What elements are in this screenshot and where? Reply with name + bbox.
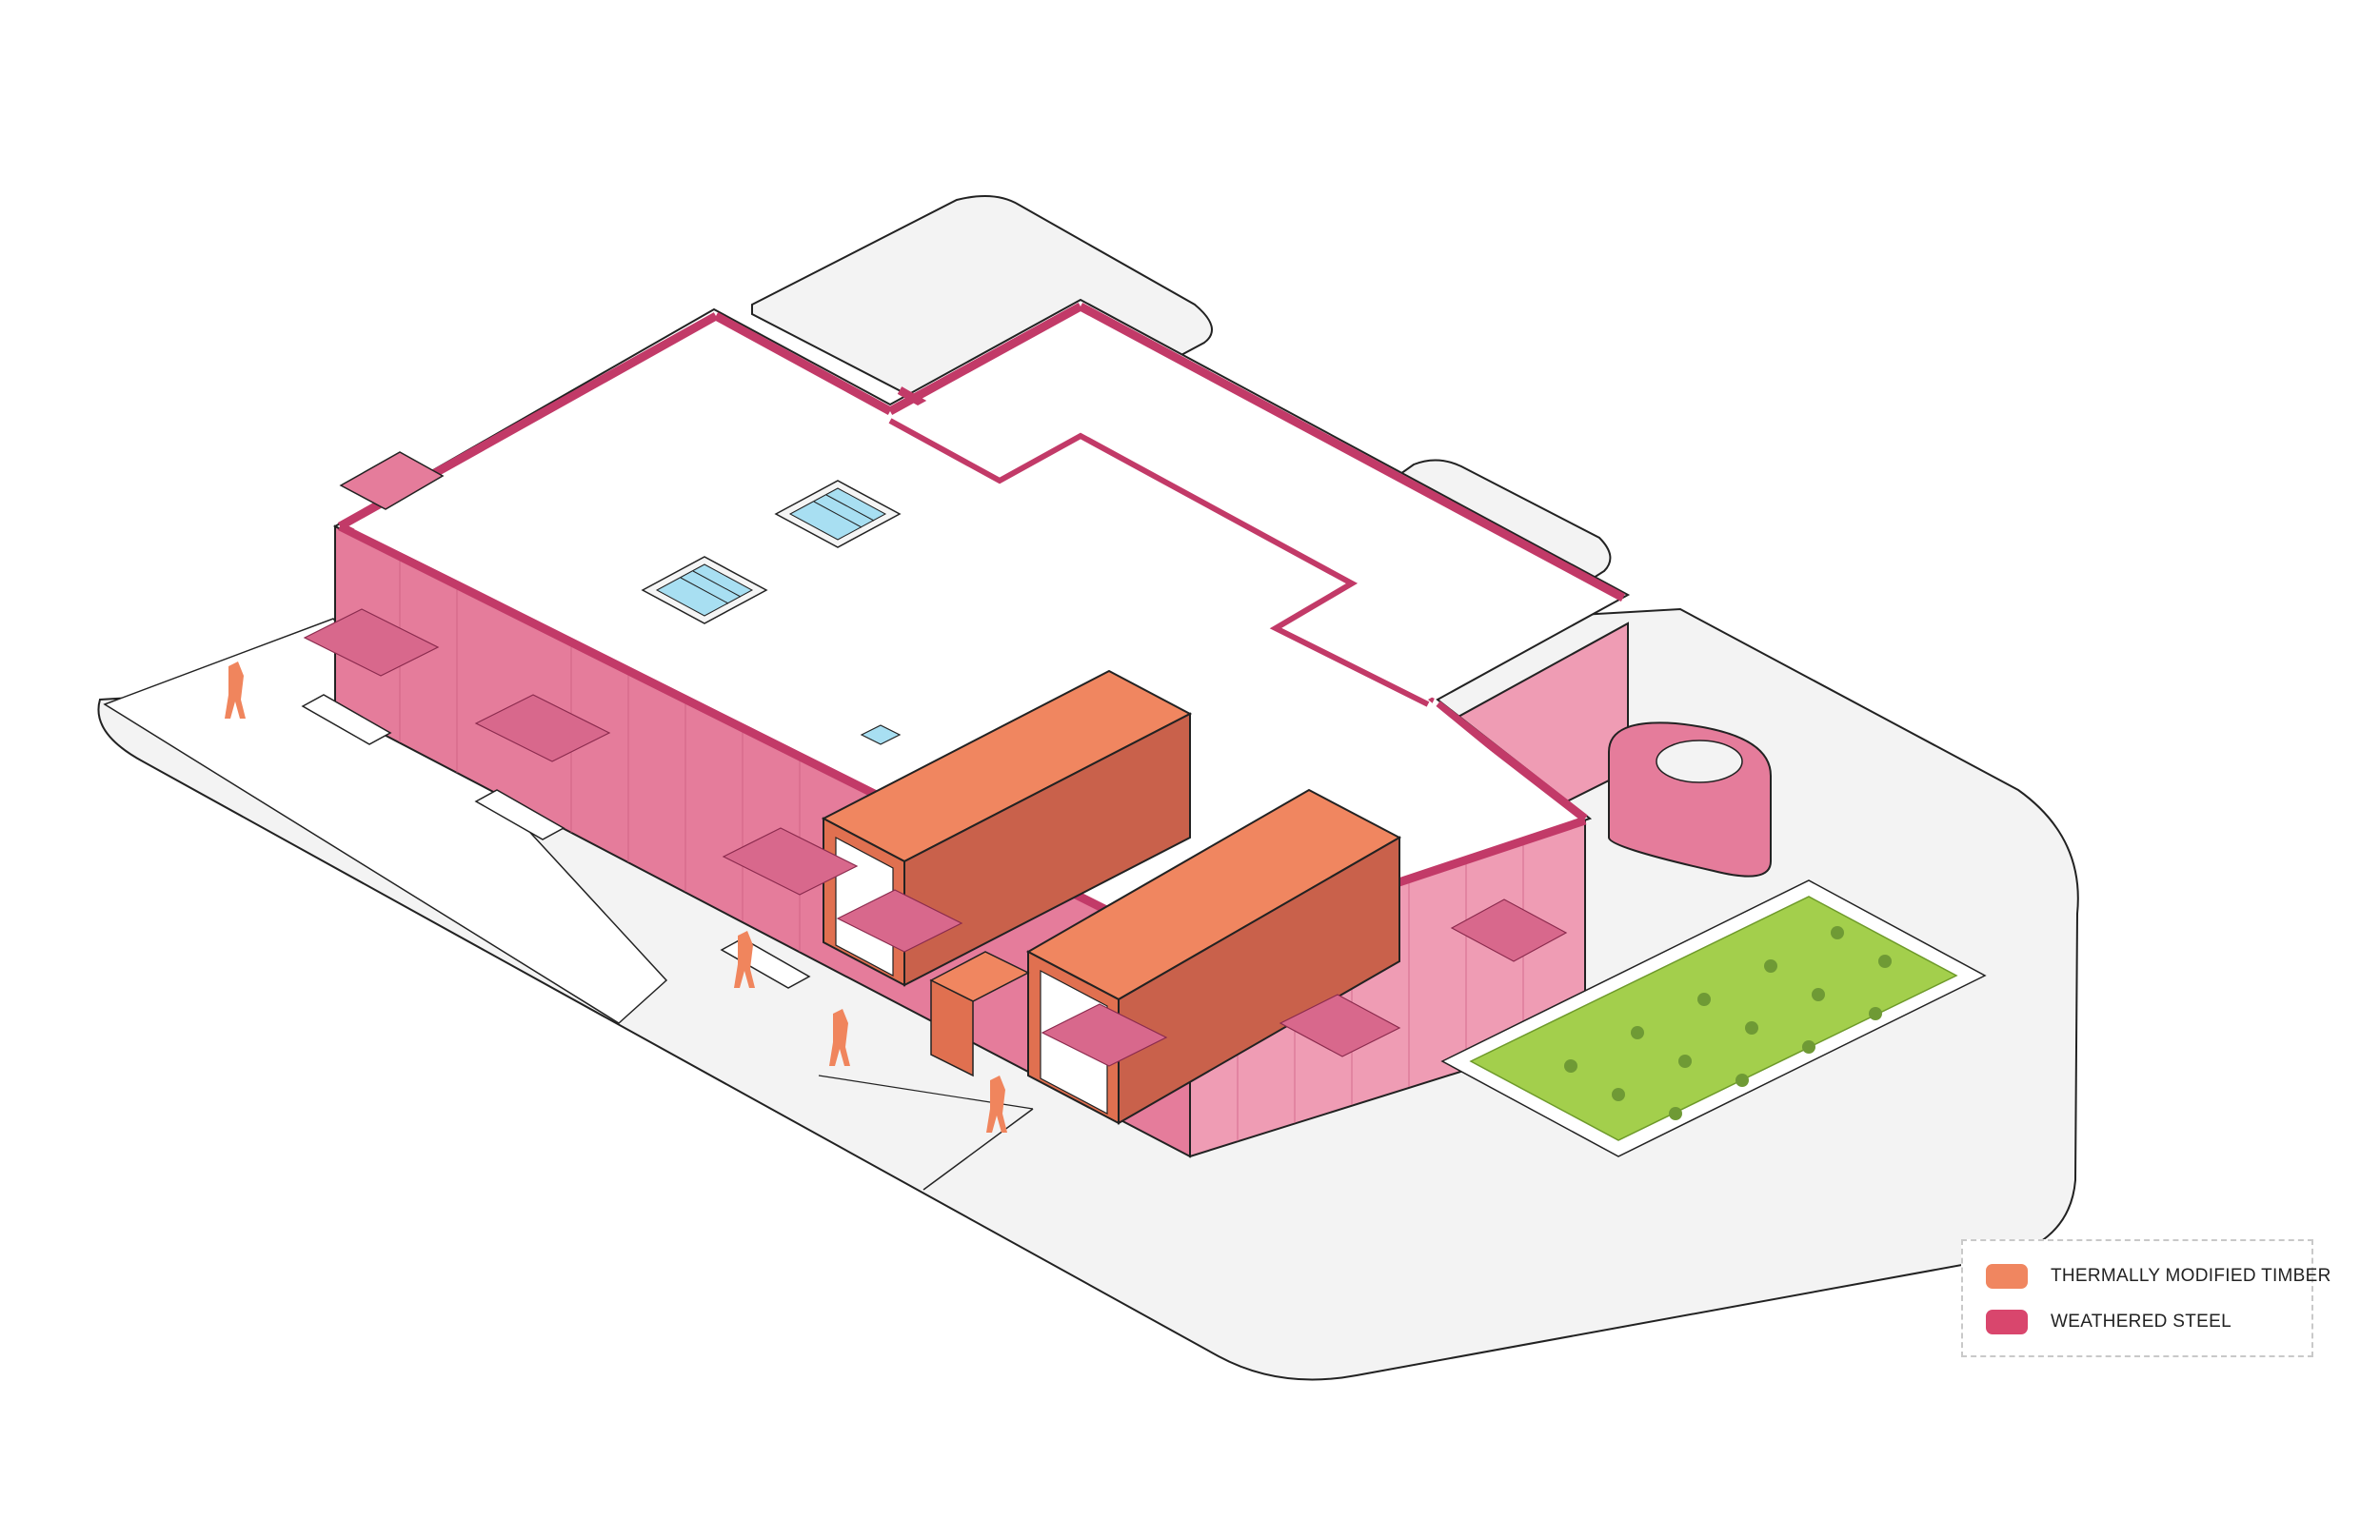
timber-volume-2 bbox=[1025, 788, 1402, 1125]
legend-swatch-timber bbox=[1986, 1264, 2028, 1289]
entrance-canopy bbox=[929, 951, 1030, 1077]
main-building bbox=[332, 298, 1631, 1158]
legend-swatch-steel bbox=[1986, 1310, 2028, 1334]
legend-item-timber: THERMALLY MODIFIED TIMBER bbox=[1986, 1262, 2331, 1291]
people bbox=[225, 661, 1007, 1133]
legend-label-timber: THERMALLY MODIFIED TIMBER bbox=[2051, 1266, 2331, 1286]
legend-label-steel: WEATHERED STEEL bbox=[2051, 1312, 2231, 1332]
skylight-2 bbox=[641, 556, 768, 624]
skylight-1 bbox=[774, 480, 902, 548]
skylights bbox=[641, 480, 902, 745]
garden-planter bbox=[1440, 879, 1987, 1157]
skylight-3 bbox=[860, 724, 902, 745]
pergola-canopies bbox=[303, 608, 1568, 1067]
rotunda bbox=[1608, 721, 1772, 878]
legend: THERMALLY MODIFIED TIMBER WEATHERED STEE… bbox=[1961, 1239, 2330, 1357]
legend-item-steel: WEATHERED STEEL bbox=[1986, 1308, 2231, 1336]
timber-volume-1 bbox=[821, 669, 1193, 987]
